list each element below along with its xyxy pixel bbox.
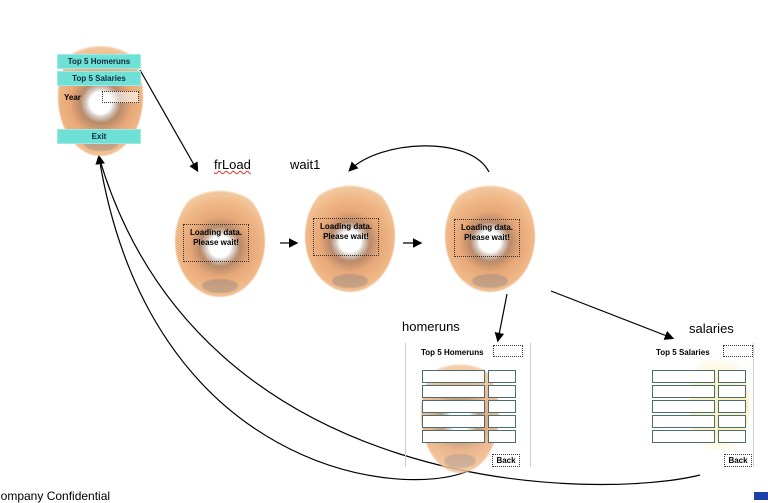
homeruns-value-field — [488, 400, 516, 413]
homeruns-name-field — [422, 400, 485, 413]
state-label-homeruns: homeruns — [402, 319, 460, 334]
logo-mark — [754, 492, 768, 500]
homeruns-title: Top 5 Homeruns — [421, 348, 484, 357]
arrow-homeruns-back-to-menu — [95, 154, 469, 481]
salaries-value-field — [718, 400, 746, 413]
arrow-menu-to-frload — [139, 69, 199, 173]
loading-message-wait2: Loading data. Please wait! — [454, 223, 520, 243]
salaries-name-field — [652, 415, 715, 428]
salaries-value-field — [718, 430, 746, 443]
loading-line2: Please wait! — [464, 233, 510, 242]
loading-line1: Loading data. — [461, 223, 513, 232]
arrow-wait2-to-salaries — [550, 290, 675, 340]
salaries-value-field — [718, 415, 746, 428]
homeruns-value-field — [488, 430, 516, 443]
arrow-wait2-to-homeruns — [494, 293, 508, 343]
homeruns-name-field — [422, 370, 485, 383]
loading-line1: Loading data. — [190, 228, 242, 237]
salaries-value-field — [718, 385, 746, 398]
loading-line2: Please wait! — [323, 232, 369, 241]
state-label-frload: frLoad — [214, 157, 251, 172]
salaries-name-field — [652, 430, 715, 443]
homeruns-year-field — [493, 345, 523, 357]
arrow-salaries-back-to-menu — [98, 156, 701, 486]
loading-image-frload — [175, 185, 265, 297]
exit-button[interactable]: Exit — [57, 129, 141, 144]
arrow-wait2-loop-to-wait1 — [348, 145, 490, 173]
year-input[interactable] — [102, 91, 139, 103]
top5-homeruns-button[interactable]: Top 5 Homeruns — [57, 54, 141, 69]
salaries-value-field — [718, 370, 746, 383]
salaries-back-button[interactable]: Back — [724, 454, 752, 467]
homeruns-name-field — [422, 385, 485, 398]
salaries-name-field — [652, 385, 715, 398]
salaries-title: Top 5 Salaries — [656, 348, 710, 357]
loading-line1: Loading data. — [320, 222, 372, 231]
loading-box-wait2 — [454, 219, 520, 257]
top5-salaries-button[interactable]: Top 5 Salaries — [57, 71, 141, 86]
salaries-screen: Top 5 Salaries Back — [651, 343, 754, 467]
loading-box-frload — [183, 224, 249, 262]
loading-box-wait1 — [313, 218, 379, 256]
salaries-name-field — [652, 400, 715, 413]
homeruns-name-field — [422, 415, 485, 428]
loading-line2: Please wait! — [193, 238, 239, 247]
year-label: Year — [64, 93, 81, 102]
loading-message-wait1: Loading data. Please wait! — [313, 222, 379, 242]
state-label-wait1: wait1 — [290, 157, 321, 172]
state-label-salaries: salaries — [689, 321, 734, 336]
loading-image-wait1 — [305, 180, 395, 292]
homeruns-back-button[interactable]: Back — [492, 454, 520, 467]
homeruns-screen: Top 5 Homeruns Back — [405, 343, 531, 473]
homeruns-value-field — [488, 370, 516, 383]
loading-image-wait2 — [445, 180, 535, 292]
homeruns-name-field — [422, 430, 485, 443]
salaries-year-field — [723, 345, 753, 357]
footer-confidential: Company Confidential — [0, 489, 111, 503]
loading-message-frload: Loading data. Please wait! — [183, 228, 249, 248]
homeruns-value-field — [488, 385, 516, 398]
salaries-name-field — [652, 370, 715, 383]
homeruns-value-field — [488, 415, 516, 428]
